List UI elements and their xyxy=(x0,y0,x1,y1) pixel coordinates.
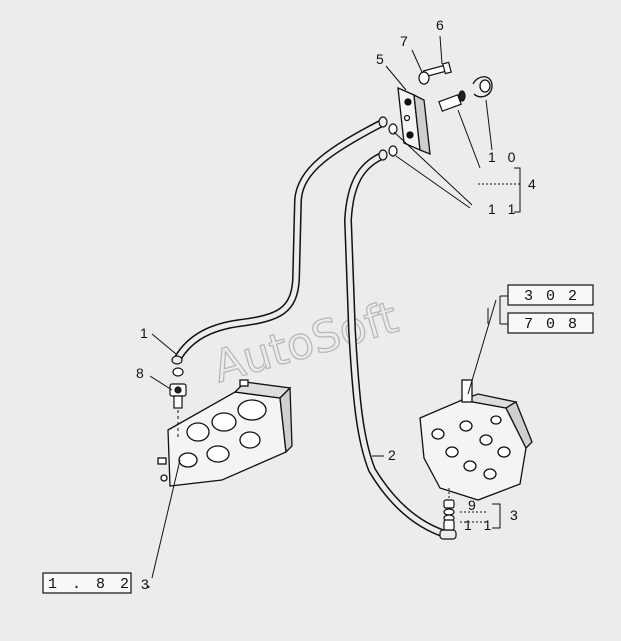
callout-8: 8 xyxy=(136,365,144,381)
reference-box-708: 7 0 8 xyxy=(507,312,594,334)
tee-fitting-8 xyxy=(169,367,187,409)
watermark: AutoSoft xyxy=(208,292,404,393)
svg-text:3 0 2: 3 0 2 xyxy=(524,288,579,305)
callout-7: 7 xyxy=(400,33,408,49)
callout-3-right: 3 xyxy=(510,507,518,523)
hose-1 xyxy=(171,116,388,365)
callout-3-left: 3 xyxy=(141,576,149,592)
washer-set xyxy=(388,123,398,157)
reference-box-302: 3 0 2 xyxy=(507,284,594,306)
callout-1: 1 xyxy=(140,325,148,341)
pump-assembly xyxy=(157,379,293,487)
callout-10: 1 0 xyxy=(488,149,519,165)
callout-11-bottom: 1 1 xyxy=(464,517,495,533)
callout-9: 9 xyxy=(468,497,476,513)
callout-6: 6 xyxy=(436,17,444,33)
leader-lines-right xyxy=(372,295,508,529)
svg-text:7 0 8: 7 0 8 xyxy=(524,316,579,333)
hose-2 xyxy=(343,149,457,540)
leader-lines-top xyxy=(385,35,521,213)
control-valve xyxy=(419,379,533,501)
callout-5: 5 xyxy=(376,51,384,67)
elbow-fitting xyxy=(472,76,493,98)
callout-2: 2 xyxy=(388,447,396,463)
mounting-plate xyxy=(397,86,431,156)
svg-text:1 . 8 2 .: 1 . 8 2 . xyxy=(48,576,156,593)
callout-11-top: 1 1 xyxy=(488,201,519,217)
reference-box-182: 1 . 8 2 . xyxy=(42,572,156,594)
callout-4: 4 xyxy=(528,176,536,192)
fitting-10 xyxy=(438,90,466,112)
washer-7 xyxy=(418,71,430,85)
leader-lines-left xyxy=(149,333,181,579)
valve-fittings xyxy=(443,499,455,531)
